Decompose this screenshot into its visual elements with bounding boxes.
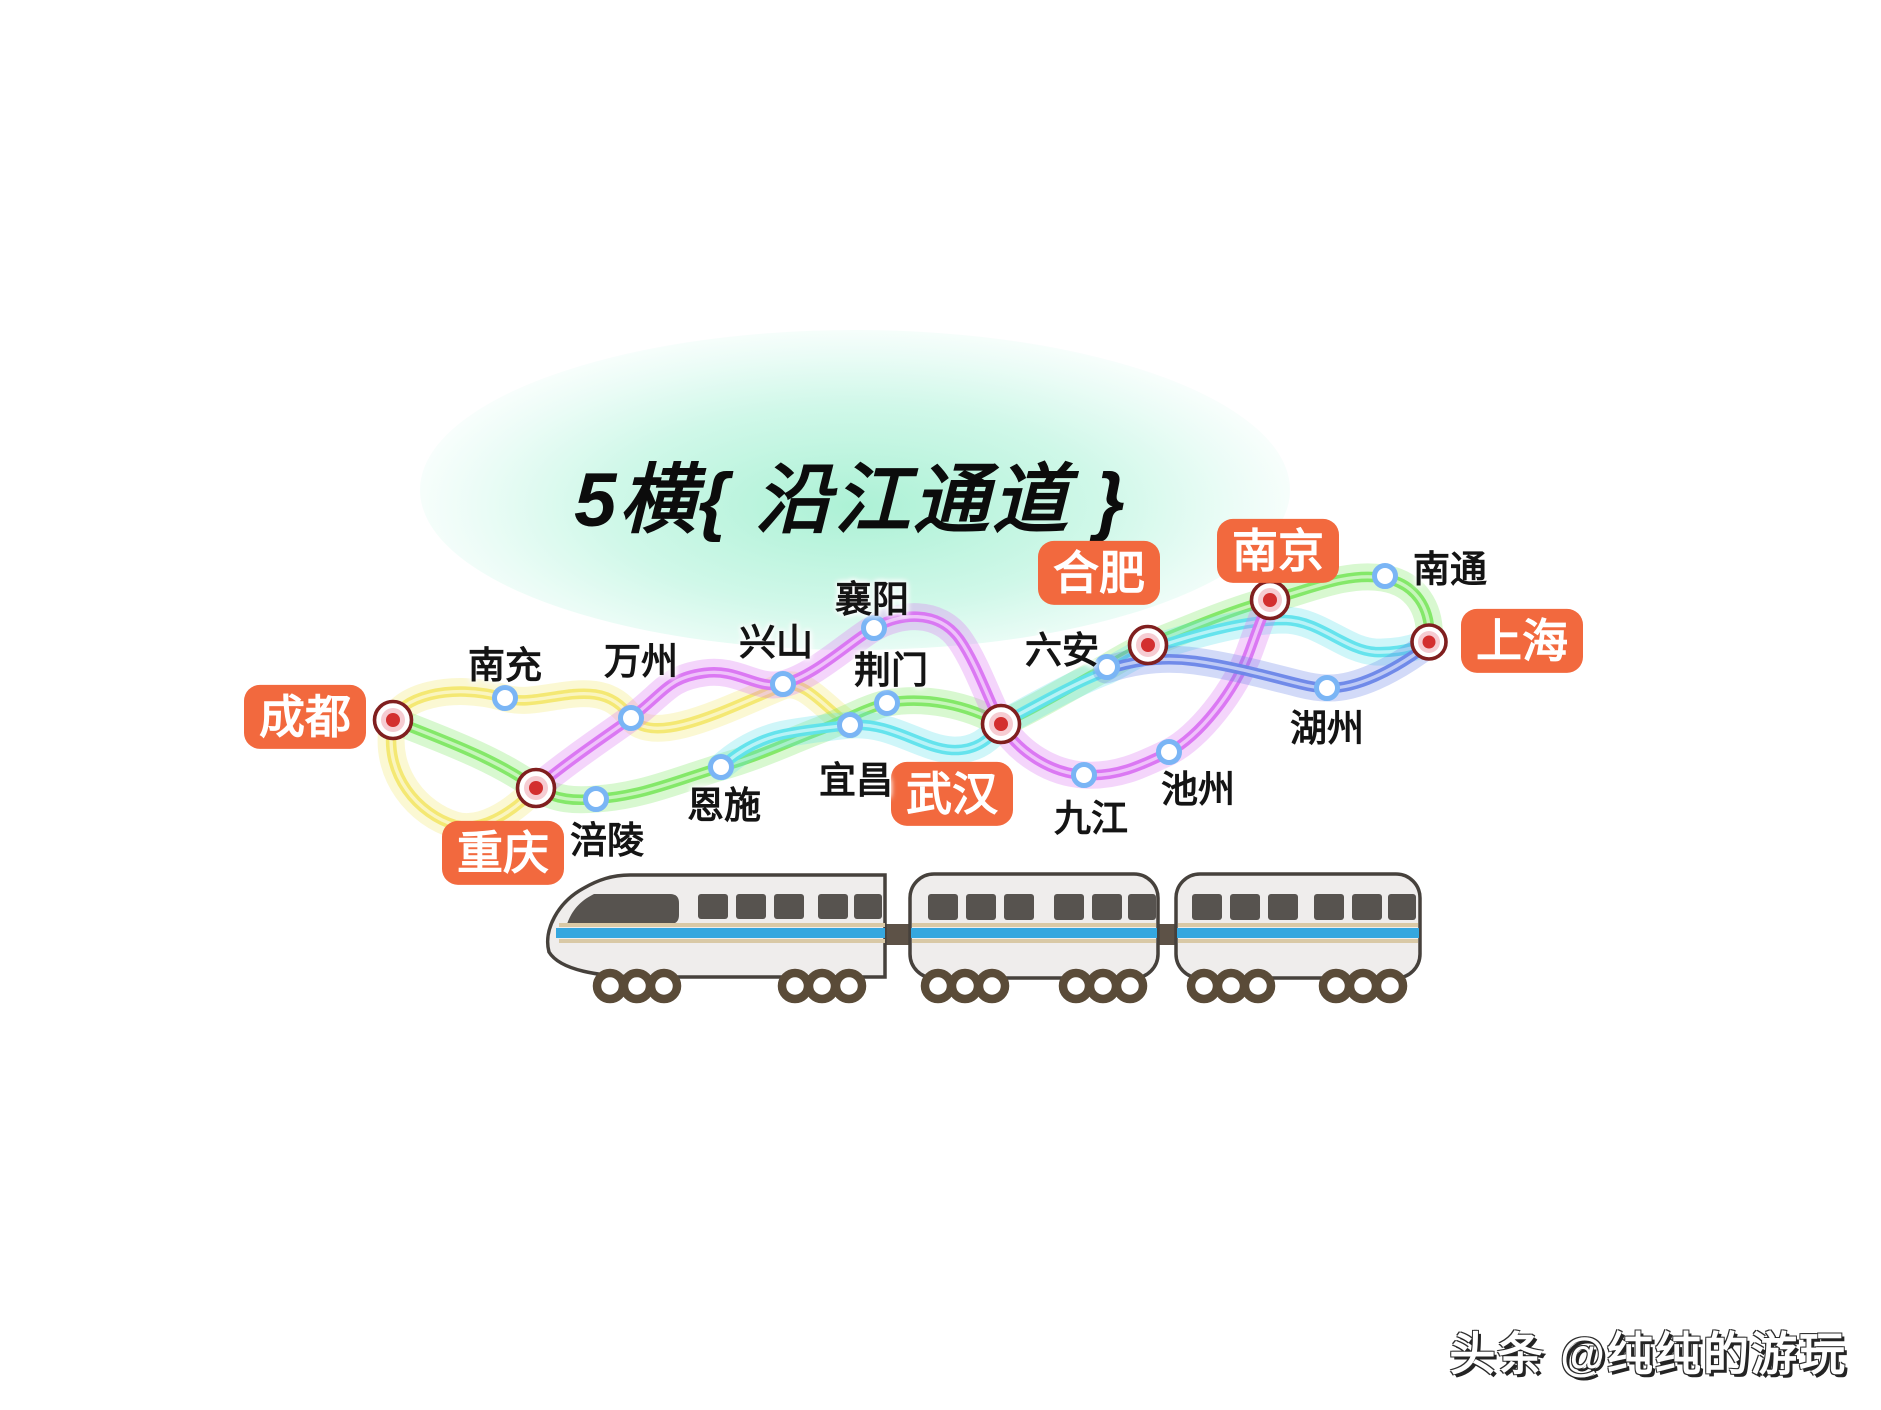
train-illustration	[546, 872, 1422, 1004]
station-nanchong	[492, 685, 518, 711]
station-yichang	[837, 712, 863, 738]
watermark: 头条 @纯纯的游玩	[1449, 1328, 1847, 1380]
station-jiujiang	[1071, 762, 1097, 788]
city-label-yichang: 宜昌	[819, 760, 893, 801]
city-label-fuling: 涪陵	[570, 820, 644, 861]
city-label-enshi: 恩施	[687, 785, 761, 826]
city-label-chizhou: 池州	[1161, 769, 1235, 810]
station-huzhou	[1314, 675, 1340, 701]
city-label-chengdu: 成都	[244, 684, 366, 750]
station-nantong	[1372, 563, 1398, 589]
station-chongqing	[515, 767, 557, 809]
map-title: 5横{ 沿江通道 }	[574, 458, 1128, 543]
station-wuhan	[980, 703, 1022, 745]
station-wanzhou	[618, 705, 644, 731]
city-label-nantong: 南通	[1413, 549, 1487, 590]
city-label-wanzhou: 万州	[604, 641, 678, 682]
driver-window	[567, 894, 679, 924]
station-shanghai	[1410, 623, 1448, 661]
car2-windows	[928, 894, 1156, 920]
station-chizhou	[1156, 739, 1182, 765]
station-liuan	[1094, 654, 1120, 680]
car3-windows	[1192, 894, 1416, 920]
station-fuling	[583, 786, 609, 812]
city-label-liuan: 六安	[1025, 630, 1099, 671]
station-xingshan	[770, 671, 796, 697]
station-chengdu	[372, 699, 414, 741]
station-xiangyang	[861, 615, 887, 641]
city-label-xingshan: 兴山	[739, 622, 813, 663]
station-jingmen	[874, 690, 900, 716]
train-wheels	[592, 968, 1408, 1004]
city-label-xiangyang: 襄阳	[835, 579, 909, 620]
city-label-wuhan: 武汉	[891, 761, 1013, 827]
station-hefei	[1127, 624, 1169, 666]
city-label-huzhou: 湖州	[1290, 708, 1364, 749]
city-label-jingmen: 荆门	[854, 650, 928, 691]
minor-stations	[492, 563, 1398, 812]
city-label-hefei: 合肥	[1038, 540, 1160, 606]
station-nanjing	[1249, 579, 1291, 621]
city-label-shanghai: 上海	[1461, 608, 1583, 674]
city-label-nanjing: 南京	[1217, 518, 1339, 584]
station-enshi	[708, 754, 734, 780]
head-car-windows	[698, 894, 882, 919]
city-label-nanchong: 南充	[468, 645, 542, 686]
train-coupler	[880, 924, 914, 945]
city-label-chongqing: 重庆	[442, 820, 564, 886]
major-stations	[372, 579, 1448, 809]
city-label-jiujiang: 九江	[1054, 798, 1128, 839]
